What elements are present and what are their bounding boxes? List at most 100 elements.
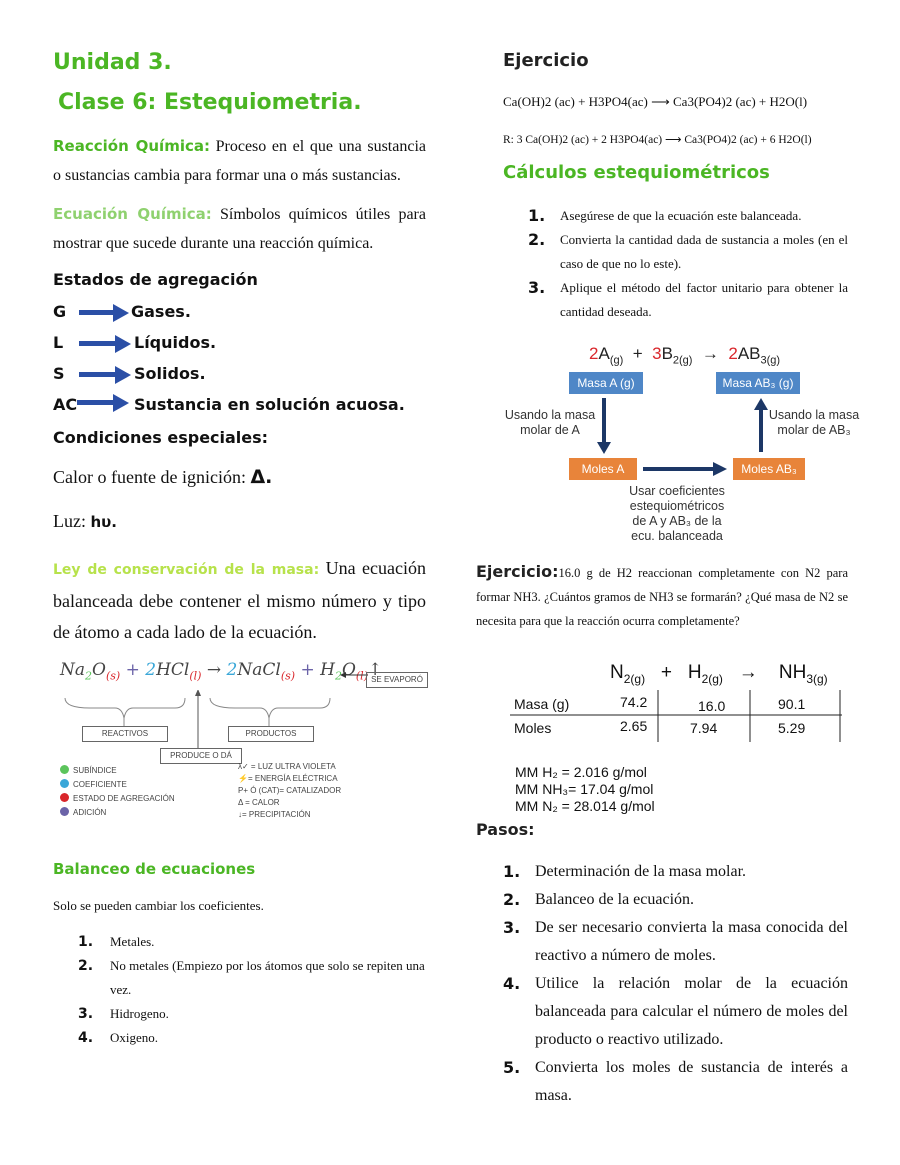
- list-item: 1.Metales.: [78, 934, 155, 950]
- list-item: 1.Determinación de la masa molar.: [503, 862, 747, 881]
- moles-ab-box: Moles AB₃: [733, 458, 805, 480]
- reaccion-label: Reacción Química:: [53, 137, 210, 155]
- right-arrow-icon: [79, 335, 131, 353]
- left-flow-label: Usando la masa molar de A: [504, 408, 596, 437]
- balanceo-steps: 1.Metales. 2.No metales (Empiezo por los…: [78, 930, 428, 1050]
- subindice-dot-icon: [60, 764, 69, 774]
- table-cell: Moles: [514, 720, 552, 736]
- ejercicio2-label: Ejercicio:: [476, 562, 559, 581]
- left-arrow-icon: [340, 672, 368, 678]
- ley-text: Una ecuación balanceada debe contener el…: [53, 558, 426, 642]
- balanceo-title: Balanceo de ecuaciones: [53, 860, 256, 878]
- condiciones-title: Condiciones especiales:: [53, 428, 269, 447]
- luz-line: Luz: hυ.: [53, 511, 117, 532]
- estado-row: G Gases.: [53, 302, 433, 333]
- table-cell: 16.0: [698, 698, 726, 714]
- ejercicio2-text: 16.0 g de H2 reaccionan completamente co…: [476, 566, 848, 628]
- legend-item: Δ = CALOR: [238, 798, 280, 807]
- legend-item: λ✓ = LUZ ULTRA VIOLETA: [238, 762, 336, 771]
- list-item: 5.Convierta los moles de sustancia de in…: [503, 1058, 848, 1104]
- produce-box: PRODUCE O DÁ: [160, 748, 242, 764]
- adicion-dot-icon: [60, 806, 69, 816]
- table-cell: 90.1: [778, 696, 806, 712]
- list-item: 1.Asegúrese de que la ecuación este bala…: [528, 206, 802, 225]
- estado-name: Solidos.: [134, 364, 206, 383]
- legend-item: ↓= PRECIPITACIÓN: [238, 810, 311, 819]
- list-item: 3.Hidrogeno.: [78, 1006, 169, 1022]
- legend-item: ESTADO DE AGREGACIÓN: [60, 788, 175, 803]
- legend-item: SUBÍNDICE: [60, 760, 175, 775]
- calculos-steps: 1.Asegúrese de que la ecuación este bala…: [528, 204, 848, 324]
- legend-item: P+ Ó (CAT)= CATALIZADOR: [238, 786, 342, 795]
- list-item: 2.Balanceo de la ecuación.: [503, 890, 695, 909]
- luz-text: Luz:: [53, 511, 91, 531]
- masa-ab-box: Masa AB₃ (g): [716, 372, 800, 394]
- productos-box: PRODUCTOS: [228, 726, 314, 742]
- ley-paragraph: Ley de conservación de la masa: Una ecua…: [53, 553, 426, 648]
- legend-left: SUBÍNDICE COEFICIENTE ESTADO DE AGREGACI…: [60, 760, 175, 817]
- molar-mass-line: MM H₂ = 2.016 g/mol: [515, 764, 647, 780]
- stoichiometry-flow-diagram: 2A(g) + 3B2(g) → 2AB3(g) Masa A (g) Masa…: [503, 340, 863, 550]
- right-arrow-icon: [79, 304, 129, 322]
- legend-item: ADICIÓN: [60, 802, 175, 817]
- calor-text: Calor o fuente de ignición:: [53, 467, 251, 487]
- estado-row: AC Sustancia en solución acuosa.: [53, 394, 433, 426]
- braces-lines: [64, 690, 331, 748]
- ecuacion-text: Símbolos químicos útiles para mostrar qu…: [53, 206, 426, 252]
- calor-line: Calor o fuente de ignición: Δ.: [53, 466, 272, 488]
- list-item: 3.Aplique el método del factor unitario …: [528, 278, 848, 319]
- ecuacion-label: Ecuación Química:: [53, 205, 212, 223]
- stoichiometry-table: N2(g) + H2(g) → NH3(g) Masa (g) 74.2 16.…: [510, 662, 845, 748]
- right-arrow-icon: [77, 394, 129, 412]
- estado-symbol: S: [53, 364, 65, 383]
- table-cell: 7.94: [690, 720, 718, 736]
- moles-a-box: Moles A: [569, 458, 637, 480]
- delta-symbol: Δ.: [250, 466, 273, 488]
- masa-a-box: Masa A (g): [569, 372, 643, 394]
- molar-masses: MM H₂ = 2.016 g/mol MM NH₃= 17.04 g/mol …: [515, 764, 655, 815]
- equation-1: Ca(OH)2 (ac) + H3PO4(ac) ⟶ Ca3(PO4)2 (ac…: [503, 94, 808, 109]
- estado-row: L Líquidos.: [53, 333, 433, 364]
- molar-mass-line: MM N₂ = 28.014 g/mol: [515, 798, 655, 814]
- list-item: 2.Convierta la cantidad dada de sustanci…: [528, 230, 848, 271]
- legend-item: COEFICIENTE: [60, 774, 175, 789]
- pasos-steps: 1.Determinación de la masa molar. 2.Bala…: [503, 858, 848, 1110]
- reaccion-paragraph: Reacción Química: Proceso en el que una …: [53, 132, 426, 190]
- estado-dot-icon: [60, 792, 69, 802]
- estado-symbol: G: [53, 302, 67, 321]
- table-cell: 2.65: [620, 718, 648, 734]
- balanceo-text: Solo se pueden cambiar los coeficientes.: [53, 898, 264, 913]
- flow-arrows: [597, 398, 768, 476]
- balanced-equation-diagram: Na2O(s) + 2HCl(l) → 2NaCl(s) + H2O(l)↑ S…: [60, 660, 440, 835]
- estado-symbol: AC: [53, 395, 78, 414]
- molar-mass-line: MM NH₃= 17.04 g/mol: [515, 781, 654, 797]
- table-grid: [510, 690, 842, 742]
- reactivos-box: REACTIVOS: [82, 726, 168, 742]
- table-header: N2(g) + H2(g) → NH3(g): [610, 662, 828, 686]
- legend-item: ⚡= ENERGÍA ELÉCTRICA: [238, 774, 338, 783]
- ejercicio2-paragraph: Ejercicio:16.0 g de H2 reaccionan comple…: [476, 560, 848, 633]
- table-cell: 5.29: [778, 720, 806, 736]
- estados-list: G Gases. L Líquidos. S Solidos. AC Susta…: [53, 302, 433, 426]
- right-flow-label: Usando la masa molar de AB₃: [768, 408, 860, 437]
- right-arrow-icon: [79, 366, 131, 384]
- pasos-title: Pasos:: [476, 820, 535, 839]
- estado-row: S Solidos.: [53, 364, 433, 395]
- ejercicio-title: Ejercicio: [503, 50, 589, 71]
- ecuacion-paragraph: Ecuación Química: Símbolos químicos útil…: [53, 200, 426, 258]
- estado-symbol: L: [53, 333, 64, 352]
- list-item: 2.No metales (Empiezo por los átomos que…: [78, 958, 425, 997]
- se-evaporo-box: SE EVAPORÓ: [366, 672, 428, 688]
- list-item: 3.De ser necesario convierta la masa con…: [503, 918, 848, 964]
- estado-name: Sustancia en solución acuosa.: [134, 395, 405, 414]
- flow-equation: 2A(g) + 3B2(g) → 2AB3(g): [589, 344, 781, 367]
- equation-formula: Na2O(s) + 2HCl(l) → 2NaCl(s) + H2O(l)↑: [60, 660, 383, 683]
- estado-name: Gases.: [131, 302, 191, 321]
- unit-title: Unidad 3.: [53, 50, 172, 75]
- legend-right: λ✓ = LUZ ULTRA VIOLETA ⚡= ENERGÍA ELÉCTR…: [238, 762, 341, 822]
- hv-symbol: hυ.: [90, 513, 118, 531]
- table-cell: 74.2: [620, 694, 648, 710]
- list-item: 4.Oxigeno.: [78, 1030, 159, 1046]
- list-item: 4.Utilice la relación molar de la ecuaci…: [503, 974, 848, 1048]
- ley-label: Ley de conservación de la masa:: [53, 562, 320, 578]
